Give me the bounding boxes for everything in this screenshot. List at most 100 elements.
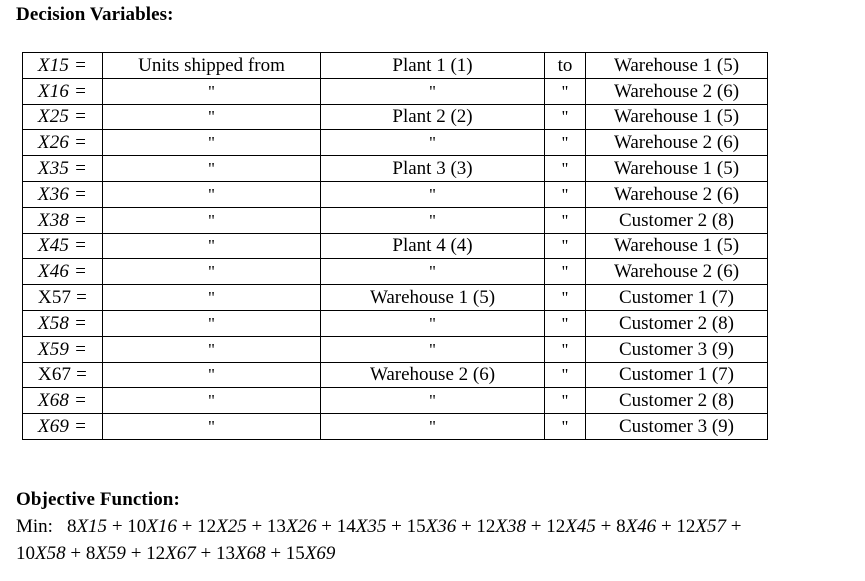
cell-destination: Warehouse 1 (5) [585, 232, 768, 260]
table-row: X67 ="Warehouse 2 (6)"Customer 1 (7) [22, 361, 768, 389]
cell-preposition: " [544, 387, 586, 415]
table-row: X26 ="""Warehouse 2 (6) [22, 129, 768, 157]
objective-variable: X38 [495, 516, 527, 537]
cell-source: " [320, 309, 545, 337]
objective-min-label: Min: [16, 516, 53, 537]
table-row: X58 ="""Customer 2 (8) [22, 309, 768, 337]
table-row: X46 ="""Warehouse 2 (6) [22, 258, 768, 286]
cell-preposition: " [544, 258, 586, 286]
objective-variable: X67 [165, 542, 196, 564]
objective-variable: X59 [95, 542, 126, 564]
cell-variable: X16 = [22, 77, 103, 105]
objective-variable: X58 [35, 542, 66, 564]
cell-destination: Customer 2 (8) [585, 206, 768, 234]
cell-variable: X26 = [22, 129, 103, 157]
cell-source: " [320, 335, 545, 363]
table-row: X38 ="""Customer 2 (8) [22, 206, 768, 234]
objective-variable: X69 [304, 542, 336, 564]
cell-variable: X57 = [22, 284, 103, 311]
cell-destination: Warehouse 2 (6) [585, 129, 768, 157]
objective-variable: X45 [565, 516, 596, 537]
objective-variable: X35 [355, 516, 387, 537]
cell-preposition: " [544, 335, 586, 363]
cell-destination: Customer 2 (8) [585, 387, 768, 415]
objective-variable: X57 [695, 516, 727, 537]
objective-variable: X25 [216, 516, 247, 537]
table-row: X68 ="""Customer 2 (8) [22, 387, 768, 415]
cell-description: " [102, 155, 321, 182]
cell-description: " [102, 361, 321, 389]
cell-variable: X35 = [22, 155, 103, 182]
cell-variable: X38 = [22, 206, 103, 234]
cell-source: " [320, 206, 545, 234]
cell-description: " [102, 387, 321, 415]
cell-preposition: " [544, 77, 586, 105]
table-row: X69 ="""Customer 3 (9) [22, 413, 768, 440]
cell-source: " [320, 77, 545, 105]
cell-destination: Customer 1 (7) [585, 361, 768, 389]
cell-destination: Warehouse 1 (5) [585, 103, 768, 131]
table-row: X35 ="Plant 3 (3)"Warehouse 1 (5) [22, 155, 768, 182]
cell-description: " [102, 206, 321, 234]
cell-destination: Customer 3 (9) [585, 335, 768, 363]
cell-source: Plant 4 (4) [320, 232, 545, 260]
cell-preposition: " [544, 155, 586, 182]
cell-source: " [320, 258, 545, 286]
cell-variable: X36 = [22, 180, 103, 208]
cell-source: Warehouse 1 (5) [320, 284, 545, 311]
cell-preposition: " [544, 103, 586, 131]
cell-description: " [102, 258, 321, 286]
table-row: X57 ="Warehouse 1 (5)"Customer 1 (7) [22, 284, 768, 311]
cell-description: Units shipped from [102, 52, 321, 79]
decision-variables-heading: Decision Variables: [16, 4, 174, 25]
cell-source: Warehouse 2 (6) [320, 361, 545, 389]
cell-variable: X59 = [22, 335, 103, 363]
cell-preposition: " [544, 361, 586, 389]
objective-variable: X15 [76, 516, 108, 537]
cell-description: " [102, 413, 321, 440]
cell-preposition: to [544, 52, 586, 79]
cell-description: " [102, 129, 321, 157]
table-row: X36 ="""Warehouse 2 (6) [22, 180, 768, 208]
table-row: X59 ="""Customer 3 (9) [22, 335, 768, 363]
cell-preposition: " [544, 180, 586, 208]
cell-description: " [102, 103, 321, 131]
cell-variable: X69 = [22, 413, 103, 440]
objective-function-line-1: Min:8X15 + 10X16 + 12X25 + 13X26 + 14X35… [16, 514, 856, 541]
cell-variable: X67 = [22, 361, 103, 389]
objective-function-heading: Objective Function: [16, 489, 180, 510]
cell-destination: Warehouse 2 (6) [585, 180, 768, 208]
cell-variable: X45 = [22, 232, 103, 260]
cell-variable: X15 = [22, 52, 103, 79]
cell-destination: Warehouse 2 (6) [585, 258, 768, 286]
cell-source: Plant 1 (1) [320, 52, 545, 79]
cell-source: Plant 3 (3) [320, 155, 545, 182]
cell-destination: Customer 3 (9) [585, 413, 768, 440]
cell-source: " [320, 387, 545, 415]
cell-preposition: " [544, 284, 586, 311]
table-row: X16 ="""Warehouse 2 (6) [22, 77, 768, 105]
objective-function-line-2: 10X58 + 8X59 + 12X67 + 13X68 + 15X69 [16, 541, 856, 568]
cell-preposition: " [544, 232, 586, 260]
cell-variable: X25 = [22, 103, 103, 131]
cell-source: " [320, 180, 545, 208]
cell-destination: Customer 1 (7) [585, 284, 768, 311]
cell-preposition: " [544, 206, 586, 234]
objective-variable: X16 [146, 516, 177, 537]
cell-preposition: " [544, 413, 586, 440]
cell-source: " [320, 413, 545, 440]
cell-destination: Warehouse 1 (5) [585, 155, 768, 182]
cell-description: " [102, 335, 321, 363]
objective-variable: X36 [425, 516, 457, 537]
cell-description: " [102, 309, 321, 337]
cell-destination: Warehouse 2 (6) [585, 77, 768, 105]
cell-description: " [102, 232, 321, 260]
objective-variable: X68 [234, 542, 266, 564]
cell-source: " [320, 129, 545, 157]
cell-variable: X68 = [22, 387, 103, 415]
cell-source: Plant 2 (2) [320, 103, 545, 131]
cell-preposition: " [544, 309, 586, 337]
